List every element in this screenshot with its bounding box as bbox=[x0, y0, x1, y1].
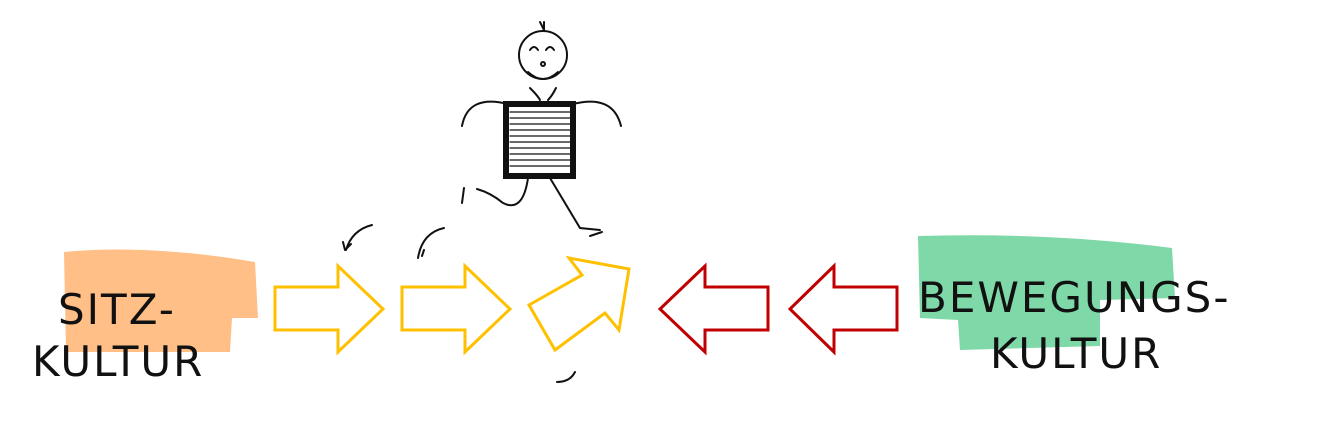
right-arrow-1 bbox=[273, 262, 386, 356]
left-label-line2: KULTUR bbox=[32, 337, 204, 386]
running-person-icon bbox=[342, 21, 622, 383]
right-label-line1: BEWEGUNGS- bbox=[918, 273, 1230, 322]
left-highlight bbox=[64, 249, 258, 352]
right-highlight bbox=[918, 235, 1175, 350]
diagonal-arrow bbox=[526, 255, 631, 353]
right-label-line2: KULTUR bbox=[990, 329, 1162, 378]
left-label-line1: SITZ- bbox=[58, 285, 176, 334]
left-arrow-2 bbox=[787, 262, 899, 356]
left-arrow-1 bbox=[657, 262, 770, 356]
right-arrow-2 bbox=[400, 262, 513, 356]
